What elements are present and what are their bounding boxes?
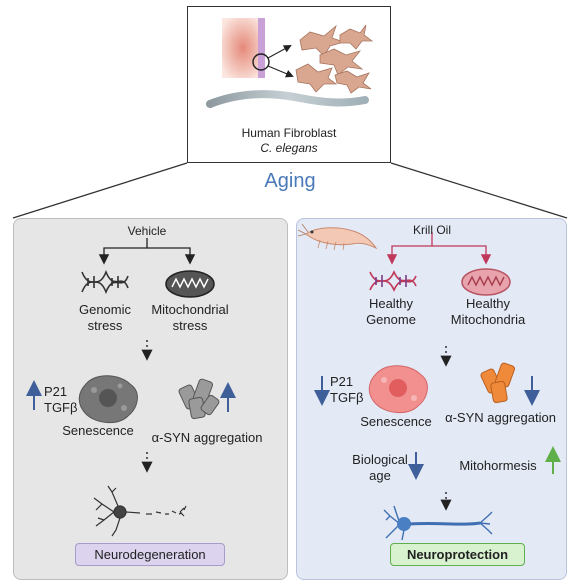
tgfb-label-krill: TGFβ	[330, 390, 364, 405]
krill-oil-title: Krill Oil	[413, 223, 451, 237]
vehicle-panel	[13, 218, 288, 580]
p21-label: P21	[44, 384, 68, 399]
senescent-cell-icon	[78, 375, 138, 423]
mitohormesis-label: Mitohormesis	[459, 458, 537, 473]
tgfb-label: TGFβ	[44, 400, 78, 415]
krill-oil-panel	[296, 218, 567, 580]
krill-icon	[297, 223, 378, 251]
healthy-genome-line1: Healthy	[368, 296, 414, 311]
genomic-stress-line2: stress	[87, 318, 123, 333]
skin-tissue-icon	[222, 18, 270, 78]
p21-label-krill: P21	[330, 374, 354, 389]
healthy-neuron-icon	[383, 505, 493, 541]
senescence-label: Senescence	[62, 423, 134, 438]
mitochondria-icon	[165, 270, 215, 298]
asyn-label-krill: α-SYN aggregation	[445, 410, 556, 425]
dna-icon	[81, 269, 129, 295]
biological-age-line1: Biological	[352, 452, 408, 467]
fibroblast-cells-icon	[295, 24, 374, 94]
asyn-aggregate-icon	[178, 378, 220, 420]
healthy-mitochondria-icon	[461, 268, 511, 296]
healthy-mito-line2: Mitochondria	[450, 312, 526, 327]
aging-label: Aging	[264, 170, 316, 192]
senescence-label-krill: Senescence	[360, 414, 432, 429]
healthy-mito-line1: Healthy	[465, 296, 511, 311]
senescent-cell-icon-pink	[368, 365, 428, 413]
c-elegans-worm-icon	[206, 90, 369, 108]
vehicle-title: Vehicle	[127, 224, 167, 238]
mito-stress-line1: Mitochondrial	[151, 302, 229, 317]
healthy-genome-line2: Genome	[366, 312, 416, 327]
degenerating-neuron-icon	[93, 485, 187, 537]
c-elegans-label: C. elegans	[260, 141, 318, 155]
fibroblast-label: Human Fibroblast	[241, 126, 337, 140]
healthy-dna-icon	[369, 270, 417, 292]
neuroprotection-badge: Neuroprotection	[390, 543, 525, 566]
neurodegeneration-badge: Neurodegeneration	[75, 543, 225, 566]
asyn-label: α-SYN aggregation	[151, 430, 263, 445]
mito-stress-line2: stress	[172, 318, 208, 333]
biological-age-line2: age	[369, 468, 391, 483]
asyn-aggregate-icon-orange	[480, 362, 515, 404]
genomic-stress-line1: Genomic	[78, 302, 132, 317]
